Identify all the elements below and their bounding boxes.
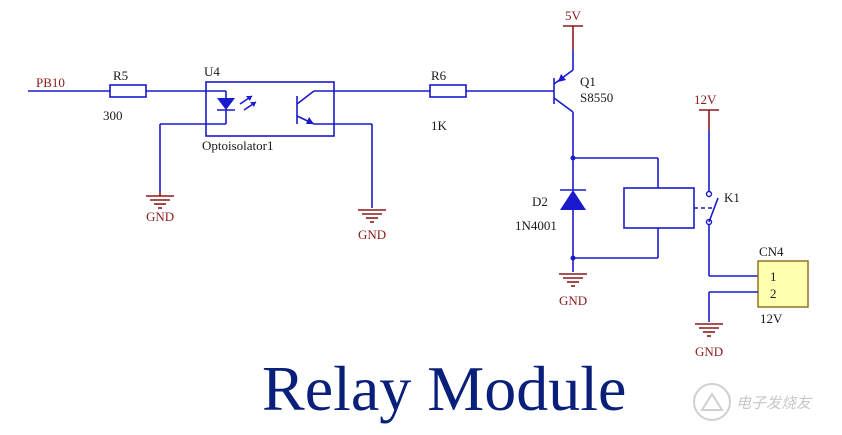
watermark-text: 电子发烧友: [736, 394, 813, 412]
cn4-supply-label: 12V: [760, 311, 783, 326]
pb10-label: PB10: [36, 75, 65, 90]
gnd-label-4: GND: [695, 344, 723, 359]
k1-ref: K1: [724, 190, 740, 205]
supply-12v-label: 12V: [694, 92, 717, 107]
led-triangle: [217, 98, 235, 110]
gnd-label-3: GND: [559, 293, 587, 308]
q1-value: S8550: [580, 90, 613, 105]
supply-5v-label: 5V: [565, 8, 582, 23]
r6-value: 1K: [431, 118, 448, 133]
d2-ref: D2: [532, 194, 548, 209]
resistor-r5: R5 300: [103, 68, 206, 123]
ground-symbol-3: GND: [559, 258, 587, 308]
u4-value: Optoisolator1: [202, 138, 274, 153]
r5-ref: R5: [113, 68, 128, 83]
u4-ref: U4: [204, 64, 220, 79]
watermark: 电子发烧友: [693, 383, 813, 421]
cn4-pin2: 2: [770, 286, 777, 301]
diode-d2: D2 1N4001: [515, 158, 586, 258]
connector-cn4: CN4 1 2 12V: [708, 244, 809, 326]
ground-symbol-4: GND: [695, 323, 723, 359]
transistor-q1: Q1 S8550: [553, 69, 613, 158]
optoisolator-u4: U4 Optoisolator1: [159, 64, 335, 192]
gnd-label-1: GND: [146, 209, 174, 224]
diode-triangle: [560, 190, 586, 210]
pnp-arrow-icon: [558, 74, 566, 82]
supply-12v: 12V: [694, 92, 719, 192]
r5-value: 300: [103, 108, 123, 123]
resistor-r6: R6 1K: [334, 68, 554, 133]
ground-symbol-1: GND: [146, 192, 174, 224]
supply-5v: 5V: [563, 8, 583, 70]
relay-k1-coil: [623, 158, 712, 258]
cn4-pin1: 1: [770, 269, 777, 284]
cn4-ref: CN4: [759, 244, 784, 259]
d2-value: 1N4001: [515, 218, 557, 233]
pb10-net: PB10: [28, 75, 110, 92]
q1-ref: Q1: [580, 74, 596, 89]
r6-ref: R6: [431, 68, 447, 83]
diagram-title: Relay Module: [262, 353, 626, 424]
relay-k1-switch: K1: [705, 190, 758, 277]
ground-symbol-2: GND: [358, 209, 386, 242]
watermark-logo-icon: [693, 383, 731, 421]
gnd-label-2: GND: [358, 227, 386, 242]
